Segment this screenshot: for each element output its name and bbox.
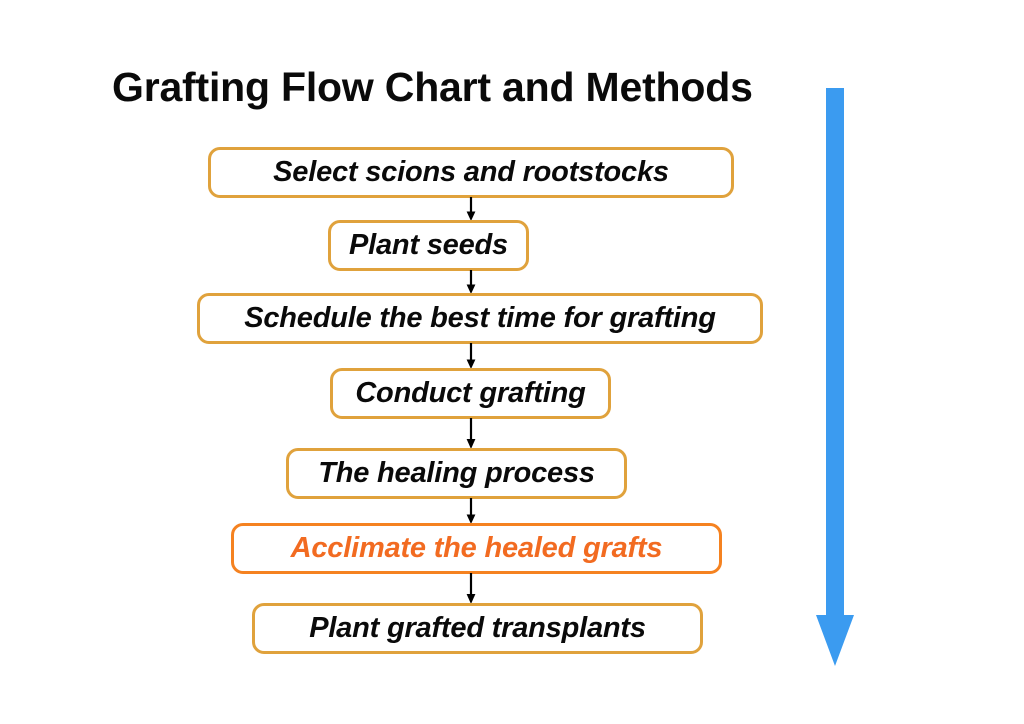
down-arrow-icon	[466, 573, 476, 604]
flow-step-2[interactable]: Plant seeds	[328, 220, 529, 271]
down-arrow-icon	[466, 343, 476, 369]
page-title: Grafting Flow Chart and Methods	[112, 64, 753, 110]
flow-step-1[interactable]: Select scions and rootstocks	[208, 147, 734, 198]
flow-step-3[interactable]: Schedule the best time for grafting	[197, 293, 763, 344]
flow-step-7[interactable]: Plant grafted transplants	[252, 603, 703, 654]
down-arrow-icon	[466, 270, 476, 294]
down-arrow-icon	[466, 197, 476, 221]
down-arrow-icon	[466, 498, 476, 524]
large-down-arrow-icon	[816, 88, 854, 666]
flow-step-label: The healing process	[318, 457, 595, 489]
flow-step-label: Plant seeds	[349, 229, 508, 261]
down-arrow-icon	[466, 418, 476, 449]
flow-step-5[interactable]: The healing process	[286, 448, 627, 499]
flow-step-4[interactable]: Conduct grafting	[330, 368, 611, 419]
flow-step-label: Plant grafted transplants	[309, 612, 646, 644]
flow-step-label: Acclimate the healed grafts	[290, 532, 663, 564]
flow-step-label: Schedule the best time for grafting	[244, 302, 716, 334]
flow-step-6[interactable]: Acclimate the healed grafts	[231, 523, 722, 574]
flow-step-label: Select scions and rootstocks	[273, 156, 669, 188]
flow-step-label: Conduct grafting	[355, 377, 586, 409]
